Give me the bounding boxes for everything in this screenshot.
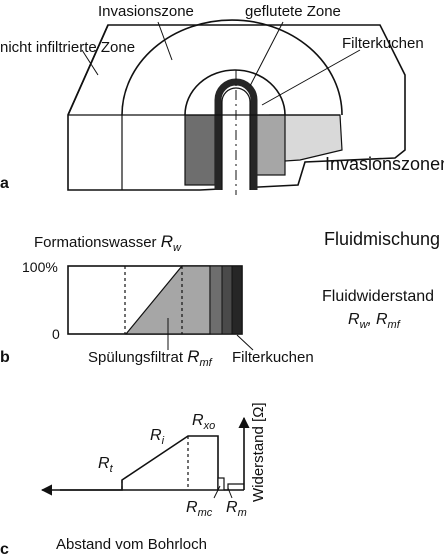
leader-invaded	[157, 21, 173, 61]
mudcake-band	[221, 265, 233, 335]
uninvaded-zone-edge	[67, 24, 109, 116]
label-Rm: Rm	[226, 499, 247, 519]
y-axis-label: Widerstand [Ω]	[250, 402, 267, 502]
leader-flushed	[249, 21, 284, 87]
label-formation-water: Formationswasser Rw	[34, 232, 182, 254]
panel-a: nicht infiltrierte Zone Invasionszone ge…	[0, 3, 444, 195]
leader-mudcake-b	[236, 334, 254, 351]
panel-a-letter: a	[0, 175, 9, 192]
leader-mudcake	[261, 49, 361, 106]
axis-zero: 0	[52, 326, 60, 342]
label-filtrate: Spülungsfiltrat Rmf	[88, 347, 213, 369]
panel-b-resistance-symbols: Rw,Rmf	[348, 311, 401, 331]
label-flushed-zone: geflutete Zone	[245, 3, 341, 20]
flushed-zone-left	[184, 114, 216, 186]
label-Rt: Rt	[98, 455, 114, 475]
panel-b-letter: b	[0, 349, 10, 366]
flushed-zone-right	[254, 114, 286, 176]
panel-a-caption: Invasionszonen	[325, 154, 444, 174]
invasion-zone-arc	[121, 19, 343, 116]
label-mudcake-b: Filterkuchen	[232, 349, 314, 366]
leader-Rm	[227, 487, 233, 499]
mudcake-ring	[214, 78, 258, 190]
panel-b: 100% 0 Formationswasser Rw Spülungsfiltr…	[0, 229, 440, 369]
flushed-zone-arc	[184, 69, 286, 116]
mudcake-step	[217, 477, 225, 491]
label-Rxo: Rxo	[192, 412, 215, 432]
panel-b-resistance-title: Fluidwiderstand	[322, 288, 434, 305]
panel-b-title: Fluidmischung	[324, 229, 440, 249]
label-uninvaded-zone: nicht infiltrierte Zone	[0, 39, 135, 56]
label-Ri: Ri	[150, 427, 165, 447]
leader-Rmc	[213, 485, 221, 499]
panel-c-letter: c	[0, 541, 9, 558]
resistivity-profile	[60, 435, 219, 491]
label-invasion-zone: Invasionszone	[98, 3, 194, 20]
label-Rmc: Rmc	[186, 499, 213, 519]
mud-step	[224, 483, 244, 491]
label-mudcake: Filterkuchen	[342, 35, 424, 52]
leader-uninvaded	[81, 49, 99, 76]
flushed-band	[209, 265, 223, 335]
x-axis-label: Abstand vom Bohrloch	[56, 536, 207, 553]
mudcake-dark-band	[231, 265, 243, 335]
panel-c: Rt Ri Rxo Rmc Rm Widerstand [Ω] Abstand …	[0, 402, 267, 558]
axis-100-percent: 100%	[22, 259, 58, 275]
